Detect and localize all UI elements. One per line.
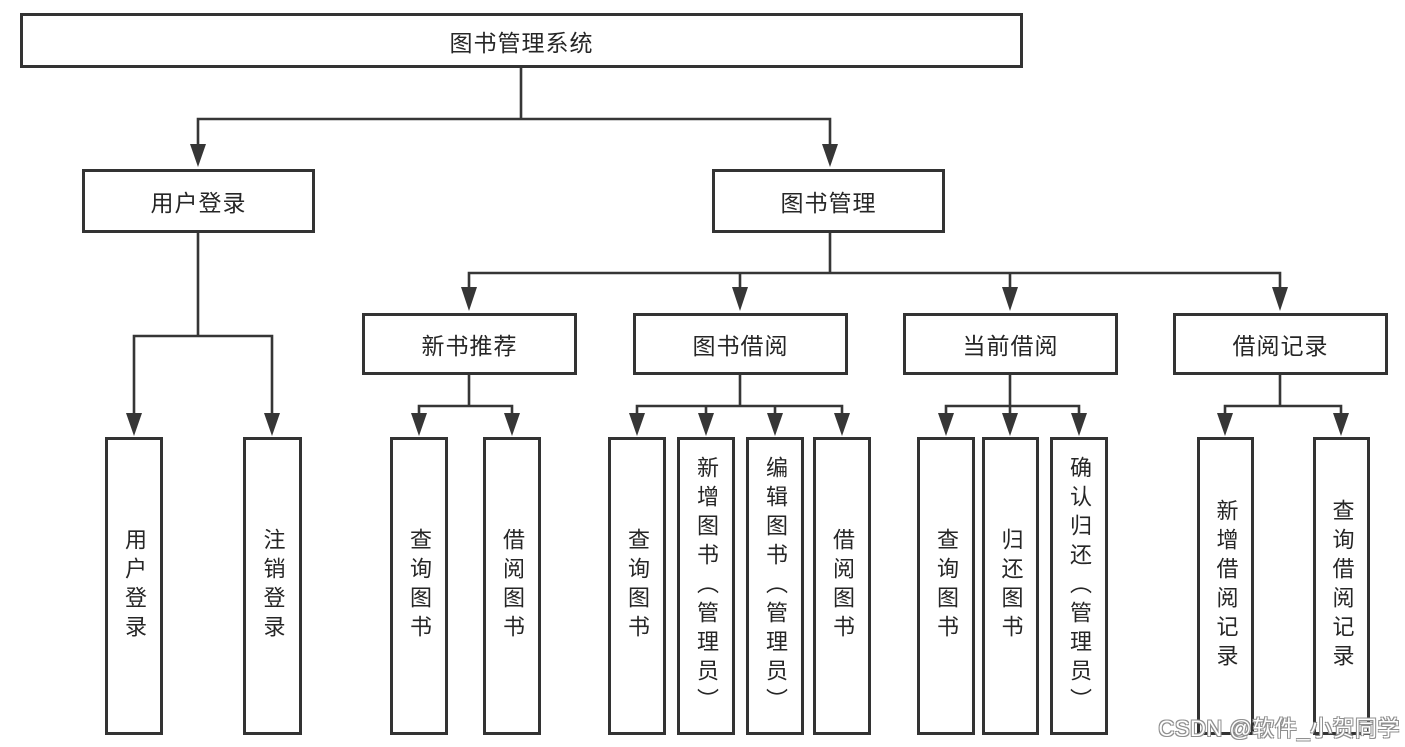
node-label: 借阅图书 — [500, 528, 525, 644]
node-label: 查询图书 — [625, 528, 650, 644]
node-library-management-system: 图书管理系统 — [20, 13, 1023, 68]
leaf-edit-books-admin: 编辑图书（管理员） — [746, 437, 804, 735]
node-label: 编辑图书（管理员） — [763, 455, 788, 717]
node-label: 归还图书 — [998, 528, 1024, 644]
node-label: 查询借阅记录 — [1329, 499, 1355, 673]
node-label: 借阅记录 — [1232, 333, 1329, 359]
leaf-add-books-admin: 新增图书（管理员） — [677, 437, 735, 735]
node-label: 确认归还（管理员） — [1067, 455, 1092, 717]
node-label: 借阅图书 — [830, 528, 855, 644]
csdn-watermark: CSDN @软件_小贺同学 — [1158, 716, 1400, 741]
node-book-borrowing: 图书借阅 — [633, 313, 848, 375]
node-label: 查询图书 — [407, 528, 432, 644]
leaf-return-books: 归还图书 — [982, 437, 1039, 735]
leaf-confirm-return-admin: 确认归还（管理员） — [1050, 437, 1108, 735]
node-label: 图书管理系统 — [449, 29, 594, 56]
leaf-user-login: 用户登录 — [105, 437, 163, 735]
node-label: 注销登录 — [260, 528, 286, 644]
node-label: 用户登录 — [122, 528, 147, 644]
leaf-query-books-recommend: 查询图书 — [390, 437, 448, 735]
node-new-book-recommend: 新书推荐 — [362, 313, 577, 375]
leaf-query-borrow-record: 查询借阅记录 — [1313, 437, 1370, 735]
leaf-borrow-books-recommend: 借阅图书 — [483, 437, 541, 735]
node-label: 查询图书 — [934, 528, 959, 644]
node-label: 当前借阅 — [962, 333, 1059, 359]
node-borrowing-records: 借阅记录 — [1173, 313, 1388, 375]
node-current-borrowing: 当前借阅 — [903, 313, 1118, 375]
node-label: 图书管理 — [780, 190, 877, 216]
node-label: 新增图书（管理员） — [694, 455, 719, 717]
leaf-query-books-current: 查询图书 — [917, 437, 975, 735]
node-label: 新增借阅记录 — [1213, 499, 1239, 673]
leaf-logout: 注销登录 — [243, 437, 302, 735]
node-book-management-branch: 图书管理 — [712, 169, 945, 233]
node-label: 新书推荐 — [421, 333, 518, 359]
leaf-add-borrow-record: 新增借阅记录 — [1197, 437, 1254, 735]
leaf-query-books: 查询图书 — [608, 437, 666, 735]
node-label: 图书借阅 — [692, 333, 789, 359]
leaf-borrow-books: 借阅图书 — [813, 437, 871, 735]
node-user-login-branch: 用户登录 — [82, 169, 315, 233]
node-label: 用户登录 — [150, 190, 247, 216]
